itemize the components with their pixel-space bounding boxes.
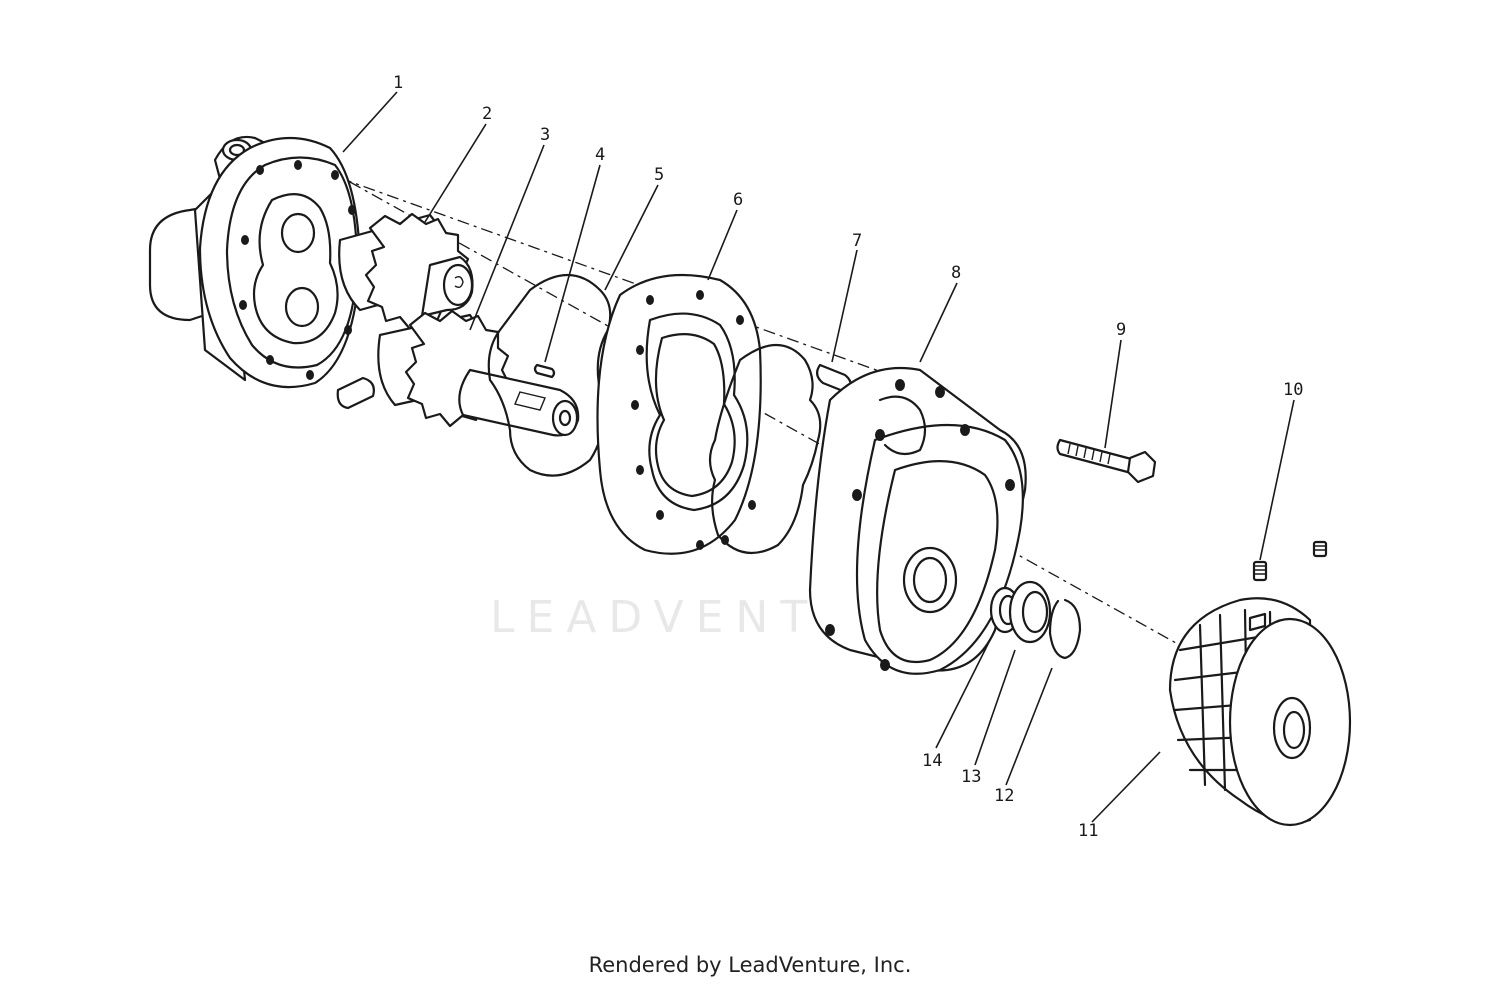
callout-9: 9 — [1116, 320, 1126, 340]
callout-13: 13 — [961, 767, 981, 787]
callout-2: 2 — [482, 104, 492, 124]
callout-numbers: 1 2 3 4 5 6 7 8 9 10 11 12 13 14 — [393, 73, 1303, 841]
part-4-key[interactable] — [533, 363, 556, 379]
part-12-retaining-ring[interactable] — [1048, 598, 1082, 660]
dowel-pin-lower — [336, 376, 375, 410]
part-13-seal[interactable] — [1008, 580, 1052, 644]
part-5-gasket[interactable] — [487, 273, 612, 477]
gasket-right — [708, 343, 822, 555]
part-8-pump-cover[interactable] — [808, 366, 1027, 675]
callout-5: 5 — [654, 165, 664, 185]
callout-1: 1 — [393, 73, 403, 93]
callout-3: 3 — [540, 125, 550, 145]
callout-6: 6 — [733, 190, 743, 210]
footer-credit: Rendered by LeadVenture, Inc. — [588, 953, 912, 977]
callout-7: 7 — [852, 231, 862, 251]
part-11-pulley[interactable] — [1168, 597, 1352, 827]
part-1-pump-body[interactable] — [148, 135, 362, 389]
callout-12: 12 — [994, 786, 1014, 806]
part-6-gear-plate[interactable] — [596, 273, 762, 555]
callout-14: 14 — [922, 751, 942, 771]
part-3-driven-gear-shaft[interactable] — [377, 309, 580, 437]
callout-8: 8 — [951, 263, 961, 283]
callout-4: 4 — [595, 145, 605, 165]
callout-10: 10 — [1283, 380, 1303, 400]
part-2-drive-gear[interactable] — [338, 212, 474, 331]
assembly-axis — [349, 181, 1211, 663]
callout-11: 11 — [1078, 821, 1098, 841]
part-10-set-screw[interactable] — [1252, 540, 1328, 582]
leader-lines — [342, 91, 1295, 823]
part-9-bolt[interactable] — [1056, 438, 1157, 484]
